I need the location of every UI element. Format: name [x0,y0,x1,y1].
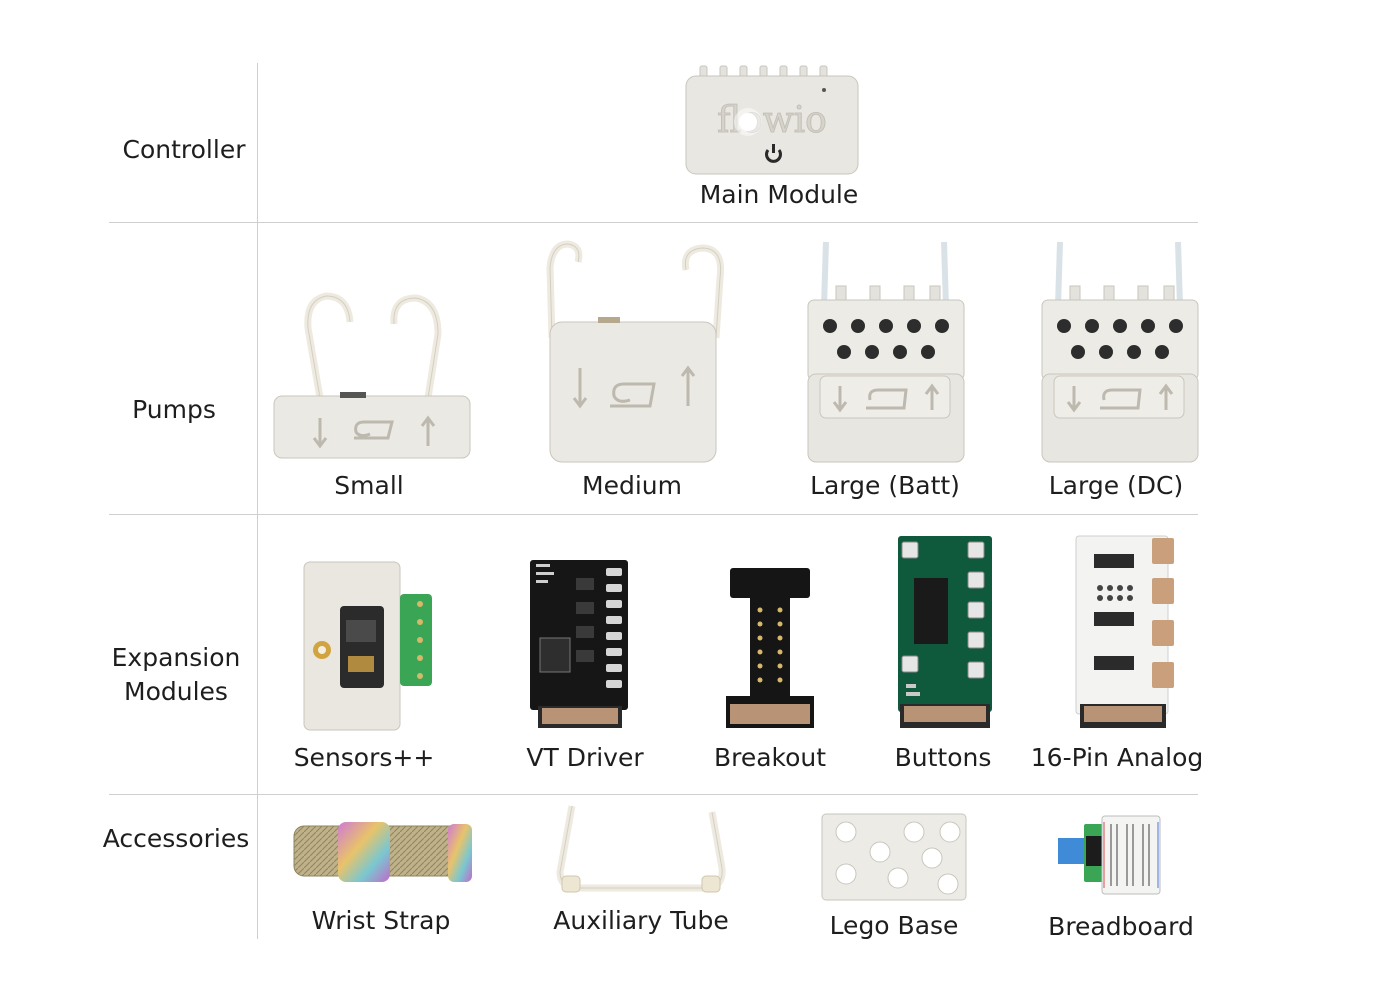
module-breakout-image [726,568,814,728]
module-vt-driver-image [530,560,628,728]
row-label-accessories: Accessories [102,824,250,853]
accessory-wrist-strap-image [293,822,472,882]
row-divider-3 [109,794,1198,795]
flowio-logo-text: flowio [717,100,827,141]
pump-large-dc-image [1041,241,1199,463]
caption-sensors: Sensors++ [293,743,435,772]
caption-pump-large-dc: Large (DC) [1048,471,1184,500]
caption-pump-medium: Medium [582,471,682,500]
pump-medium-image [546,240,725,463]
module-16-pin-analog-image [1075,535,1174,728]
caption-wrist-strap: Wrist Strap [311,906,451,935]
pump-large-batt-image [807,241,965,463]
power-icon [765,144,782,163]
main-module-image: flowio [685,65,859,175]
row-label-controller: Controller [122,135,246,164]
caption-auxiliary-tube: Auxiliary Tube [553,906,729,935]
accessory-auxiliary-tube-image [556,805,726,893]
row-divider-1 [109,222,1198,223]
caption-lego-base: Lego Base [829,911,959,940]
row-divider-2 [109,514,1198,515]
row-label-expansion-modules: Expansion Modules [102,641,250,709]
caption-pump-small: Small [334,471,404,500]
accessory-breadboard-image [1058,815,1161,895]
module-buttons-image [898,536,992,728]
column-divider [257,63,258,939]
caption-vt-driver: VT Driver [526,743,644,772]
pump-small-image [273,292,471,459]
row-label-pumps: Pumps [132,395,216,424]
caption-pump-large-batt: Large (Batt) [810,471,960,500]
module-sensors-image [303,561,432,731]
caption-breadboard: Breadboard [1048,912,1194,941]
caption-main-module: Main Module [699,180,859,209]
accessory-lego-base-image [821,813,967,901]
caption-breakout: Breakout [713,743,827,772]
caption-buttons: Buttons [894,743,992,772]
caption-16-pin-analog: 16-Pin Analog [1030,743,1204,772]
row-label-expansion-line1: Expansion [111,643,241,672]
row-label-expansion-line2: Modules [124,677,228,706]
